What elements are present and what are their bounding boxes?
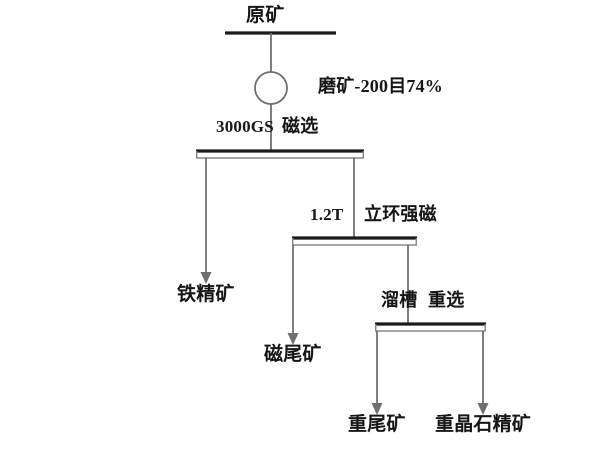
grinding-note-label: 磨矿-200目74%: [318, 76, 443, 96]
feed-rule-group: [225, 31, 336, 72]
stage-3-bar-group: [374, 322, 487, 332]
stage-1-operation-label: 磁选: [282, 116, 319, 136]
barite-concentrate-branch: [477, 331, 489, 415]
stage-1-param-label: 3000GS: [216, 117, 274, 136]
stage-2-bar-group: [291, 236, 418, 246]
magnetic-tailings-branch: [287, 245, 299, 345]
gravity-tailings-branch: [371, 331, 383, 415]
stage-3-param-label: 溜槽: [381, 290, 418, 310]
gravity-tailings-arrow-icon: [371, 403, 383, 415]
iron-concentrate-branch: [200, 158, 212, 284]
barite-concentrate-arrow-icon: [477, 403, 489, 415]
product-label-iron-concentrate: 铁精矿: [177, 284, 235, 305]
stage-1-bar-group: [195, 149, 365, 159]
product-label-barite-concentrate: 重晶石精矿: [435, 414, 532, 435]
iron-concentrate-arrow-icon: [200, 272, 212, 284]
product-label-gravity-tailings: 重尾矿: [348, 414, 406, 435]
mill-circle-icon: [254, 71, 288, 105]
stage-3-operation-label: 重选: [428, 290, 465, 310]
stage-2-operation-label: 立环强磁: [364, 204, 437, 224]
magnetic-tailings-arrow-icon: [287, 333, 299, 345]
product-label-magnetic-tailings: 磁尾矿: [264, 344, 322, 365]
stage-2-param-label: 1.2T: [310, 205, 344, 224]
feed-node-label: 原矿: [246, 5, 285, 26]
mill-symbol-group: [254, 71, 288, 150]
